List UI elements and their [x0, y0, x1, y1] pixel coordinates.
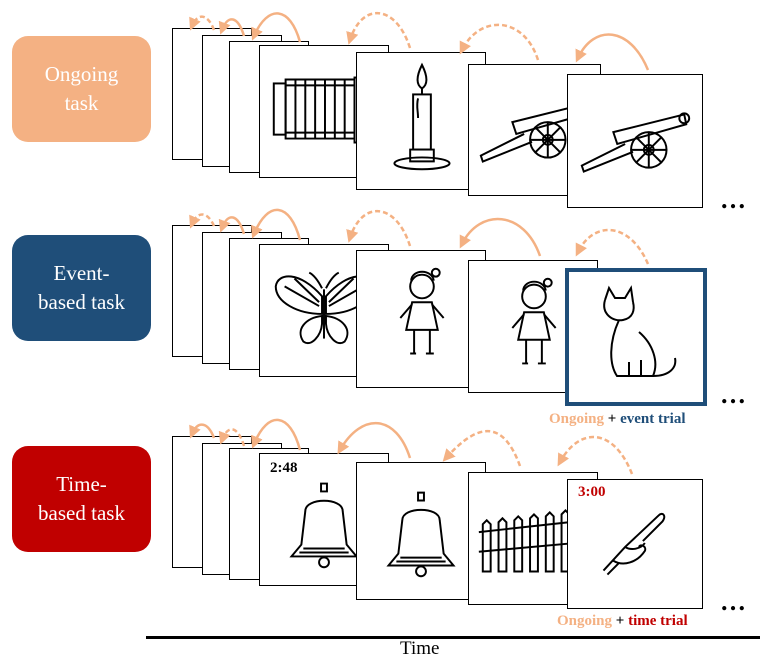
cat-icon [603, 285, 677, 377]
caption-time-trial: time trial [628, 613, 688, 629]
arrow-solid [218, 216, 246, 235]
caption-ongoing: Ongoing [557, 613, 613, 629]
event-target-card [565, 268, 707, 406]
picture-card [567, 74, 703, 208]
arrow-dashed [346, 209, 412, 247]
event-trial-caption: Ongoing + event trial [549, 411, 685, 428]
cannon-icon [580, 112, 691, 173]
time-based-task-label: Time- based task [38, 472, 125, 525]
arrow-solid [218, 18, 246, 37]
arrow-solid [459, 217, 542, 257]
arrow-dashed [189, 15, 216, 31]
doll-icon [511, 277, 557, 365]
time-axis-label: Time [400, 638, 440, 659]
finger-icon [602, 512, 666, 576]
candle-icon [393, 62, 451, 171]
arrow-solid [251, 208, 302, 241]
caption-event-trial: event trial [620, 411, 686, 427]
arrow-dashed [189, 213, 216, 229]
bell-icon [289, 482, 359, 569]
arrow-solid [251, 12, 302, 43]
caption-plus: + [604, 411, 621, 427]
time-trial-caption: Ongoing + time trial [557, 613, 688, 630]
picture-card [356, 250, 486, 388]
arrow-solid [251, 418, 302, 451]
picture-card: 3:00 [567, 479, 703, 609]
ongoing-task-box: Ongoing task [12, 36, 151, 142]
arrow-dashed [575, 228, 650, 265]
arrow-solid [189, 423, 216, 439]
picture-card [356, 462, 486, 600]
arrow-solid [575, 33, 650, 71]
arrow-dashed [442, 430, 522, 467]
ellipsis: … [720, 587, 747, 616]
arrow-dashed [218, 428, 246, 447]
arrow-solid [337, 422, 412, 459]
bell-icon [386, 491, 456, 578]
ellipsis: … [720, 185, 747, 214]
ellipsis: … [720, 380, 747, 409]
arrow-dashed [459, 23, 540, 61]
arrow-dashed [346, 11, 412, 49]
time-based-task-box: Time- based task [12, 446, 151, 552]
time-axis-line [146, 636, 760, 639]
butterfly-icon [274, 271, 374, 344]
timer-last: 3:00 [578, 484, 606, 500]
caption-ongoing: Ongoing [549, 411, 605, 427]
timer-first: 2:48 [270, 460, 298, 476]
ongoing-task-label: Ongoing task [44, 62, 119, 115]
event-based-task-label: Event- based task [38, 261, 125, 314]
caption-plus: + [612, 613, 629, 629]
doll-icon [399, 267, 445, 355]
event-based-task-box: Event- based task [12, 235, 151, 341]
arrow-dashed [557, 435, 634, 475]
